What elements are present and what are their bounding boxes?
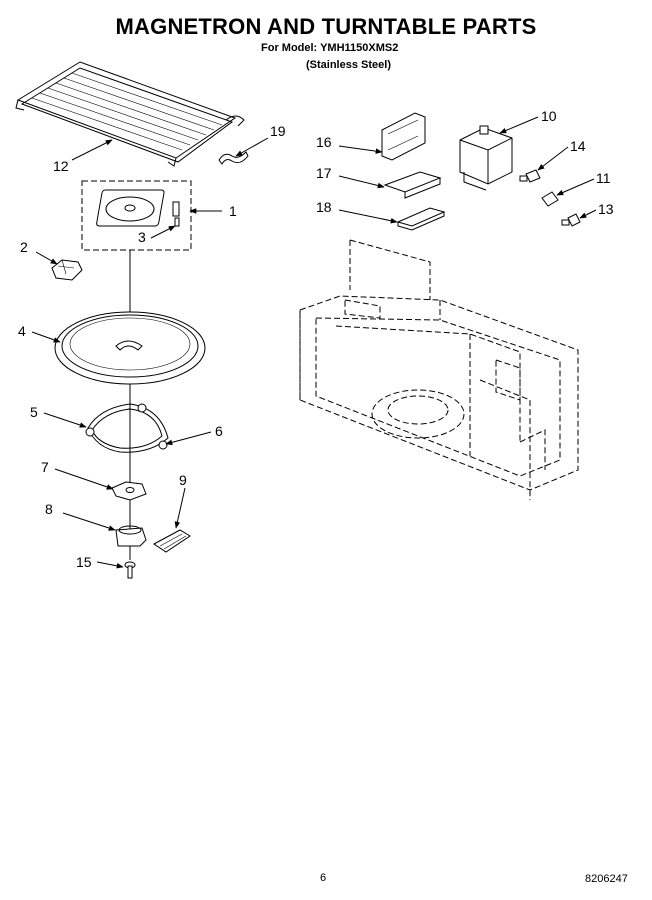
callout-9: 9 (179, 472, 187, 488)
shield-part-16 (381, 112, 426, 161)
callout-12: 12 (53, 158, 69, 174)
clip-part-19 (218, 151, 249, 165)
callout-1: 1 (229, 203, 237, 219)
variant-line: (Stainless Steel) (306, 59, 391, 71)
callout-labels: 1 2 3 4 5 6 7 8 9 10 11 12 13 14 15 16 1… (18, 108, 614, 570)
callout-16: 16 (316, 134, 332, 150)
coupler-group-box (81, 180, 192, 251)
callout-5: 5 (30, 404, 38, 420)
bracket-part-9 (153, 529, 191, 553)
callout-4: 4 (18, 323, 26, 339)
callout-14: 14 (570, 138, 586, 154)
magnetron-part-10 (459, 125, 513, 191)
callout-11: 11 (596, 170, 611, 186)
model-line: For Model: YMH1150XMS2 (261, 42, 399, 54)
roller-part-2 (51, 259, 83, 281)
fuse-part-11 (541, 191, 559, 207)
motor-part-8 (115, 525, 147, 547)
roller-ring-part-5 (85, 403, 169, 453)
callout-18: 18 (316, 199, 332, 215)
callout-3: 3 (138, 229, 146, 245)
callout-2: 2 (20, 239, 28, 255)
plate-part-18 (396, 207, 446, 231)
callout-13: 13 (598, 201, 614, 217)
page-number: 6 (320, 872, 327, 884)
screw-part-14 (519, 169, 541, 183)
document-number: 8206247 (585, 873, 628, 885)
callout-17: 17 (316, 165, 332, 181)
callout-15: 15 (76, 554, 92, 570)
screw-part-15 (124, 561, 136, 579)
callout-10: 10 (541, 108, 557, 124)
callout-19: 19 (270, 123, 286, 139)
page-title: MAGNETRON AND TURNTABLE PARTS (115, 14, 537, 39)
screw-part-13 (561, 213, 581, 227)
turntable-tray-part-4 (54, 311, 206, 385)
duct-part-17 (383, 171, 442, 199)
rack-part-12 (15, 61, 245, 167)
callout-6: 6 (215, 423, 223, 439)
callout-7: 7 (41, 459, 49, 475)
callout-8: 8 (45, 501, 53, 517)
leader-lines (31, 116, 597, 569)
microwave-cavity-outline (299, 239, 579, 500)
coupler-part-7 (111, 481, 147, 501)
